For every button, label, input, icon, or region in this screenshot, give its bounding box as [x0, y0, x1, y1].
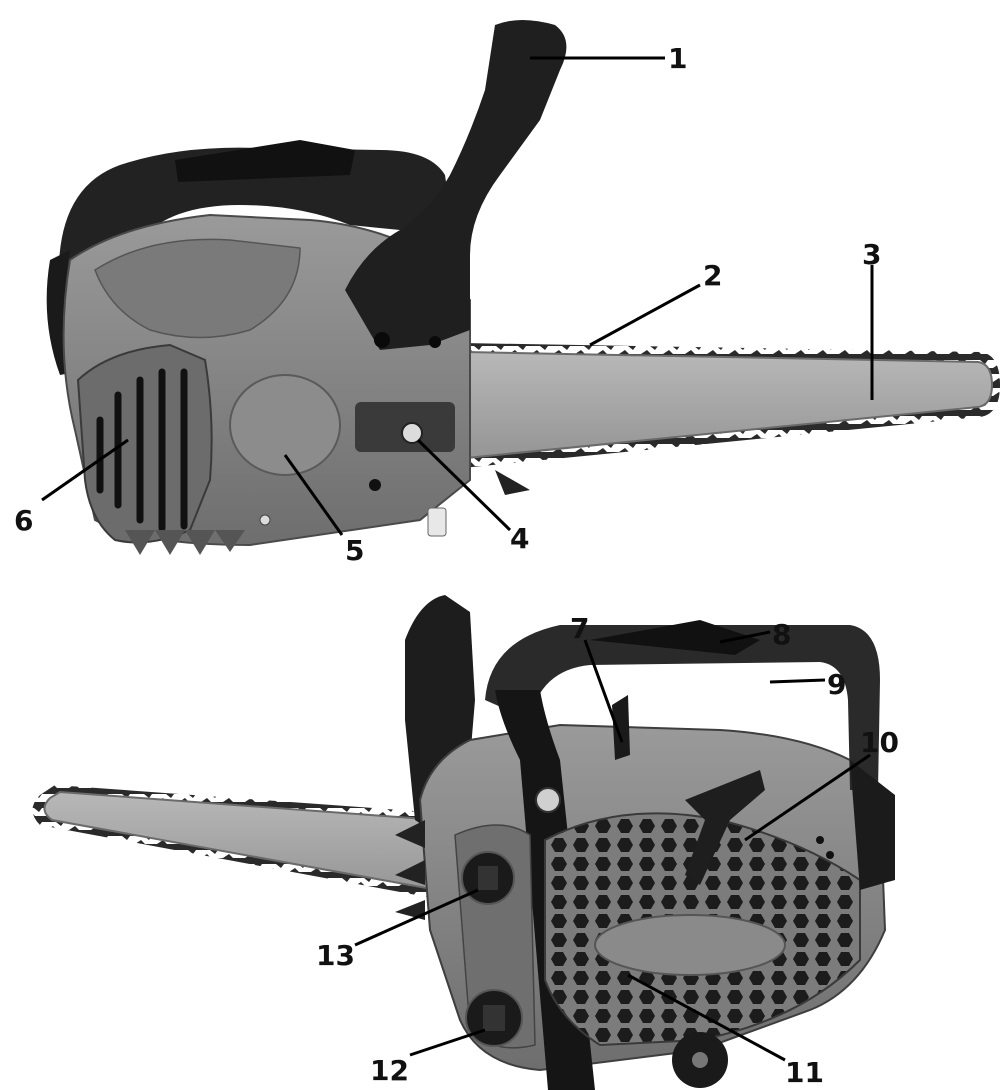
callout-3: 3: [862, 238, 881, 271]
callout-labels: 1 2 3 4 5 6 7 8 9 10 11 12 13: [14, 42, 899, 1089]
guide-bar-top: [462, 343, 1000, 468]
sprocket-cover-oval: [229, 374, 341, 476]
callout-11: 11: [785, 1056, 824, 1089]
callout-5: 5: [345, 534, 364, 567]
guide-bar-bottom: [32, 785, 470, 905]
callout-6: 6: [14, 504, 33, 537]
callout-8: 8: [772, 618, 791, 651]
callout-2: 2: [703, 259, 722, 292]
cooling-vents: [96, 368, 188, 532]
callout-13: 13: [316, 939, 355, 972]
bar-nut: [401, 422, 423, 444]
chainsaw-left-view: [41, 20, 1000, 555]
callout-10: 10: [860, 726, 899, 759]
callout-1: 1: [668, 42, 687, 75]
leader-lines-bottom: [354, 630, 871, 1062]
callout-12: 12: [370, 1054, 409, 1087]
engine-housing-bottom: [395, 620, 895, 1090]
leader-lines-top: [41, 56, 874, 536]
chainsaw-right-view: [32, 595, 895, 1090]
callout-7: 7: [570, 612, 589, 645]
callout-4: 4: [510, 522, 529, 555]
callout-9: 9: [827, 668, 846, 701]
chain-brake-handguard: [345, 20, 567, 350]
starter-handle: [685, 770, 765, 885]
throttle-trigger: [612, 695, 630, 760]
